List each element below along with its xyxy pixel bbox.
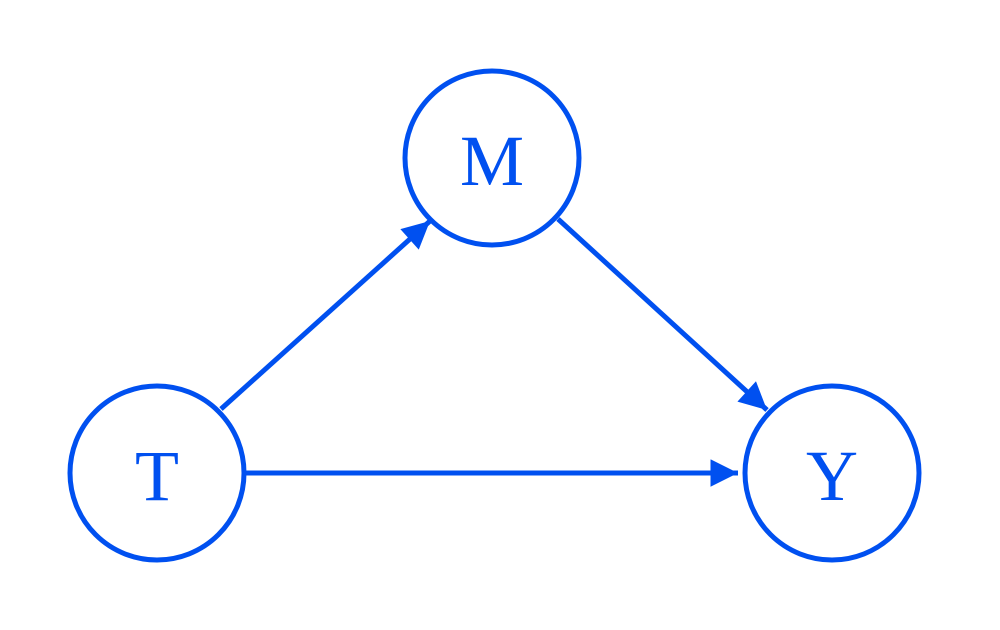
node-outcome-circle <box>742 383 922 563</box>
node-outcome-label: Y <box>806 436 858 516</box>
node-mediator: M <box>402 68 582 248</box>
edge-m-to-y <box>556 217 769 412</box>
node-mediator-label: M <box>460 121 524 201</box>
node-treatment-label: T <box>135 436 179 516</box>
node-treatment-circle <box>67 383 247 563</box>
node-treatment: T <box>67 383 247 563</box>
edge-t-to-m <box>219 219 432 411</box>
node-mediator-circle <box>402 68 582 248</box>
node-outcome: Y <box>742 383 922 563</box>
